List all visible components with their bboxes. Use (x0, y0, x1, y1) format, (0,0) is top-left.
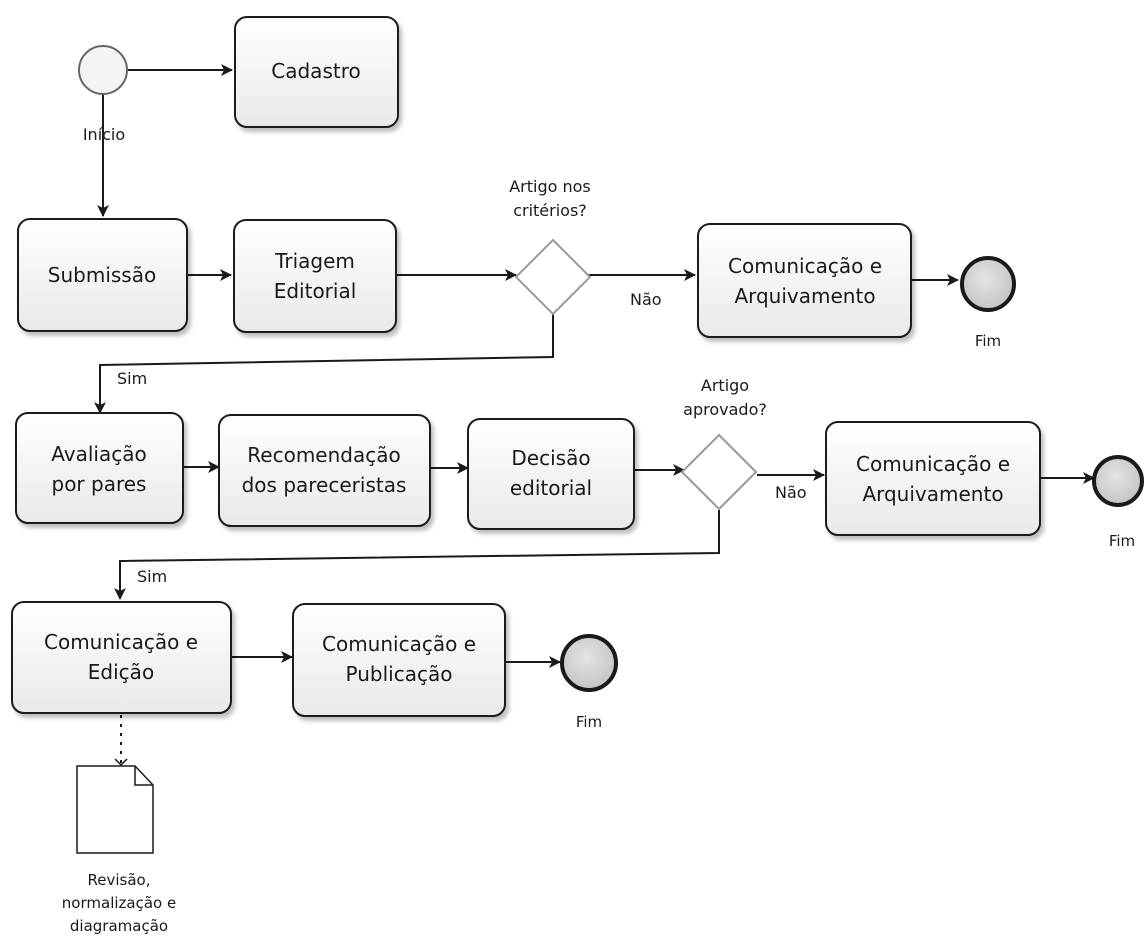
task-triagem-line1: Triagem (274, 249, 355, 273)
gateway-criterios-line1: Artigo nos (509, 177, 591, 196)
gateway-aprovado-line1: Artigo (701, 376, 749, 395)
svg-text:Comunicação e: Comunicação e (322, 632, 476, 656)
task-triagem-editorial: Triagem Editorial (233, 219, 397, 333)
task-triagem-line2: Editorial (274, 279, 357, 303)
svg-text:Cadastro: Cadastro (271, 59, 360, 83)
document-label-line2: normalização e (62, 894, 176, 912)
svg-text:Comunicação e: Comunicação e (856, 452, 1010, 476)
task-cadastro-line1: Cadastro (271, 59, 360, 83)
end-label-1: Fim (975, 332, 1001, 350)
svg-text:Decisão: Decisão (511, 446, 590, 470)
task-submissao-line1: Submissão (48, 263, 156, 287)
task-submissao: Submissão (17, 218, 188, 332)
task-comunicacao1-line1: Comunicação e (728, 254, 882, 278)
task-recomendacao-line1: Recomendação (247, 443, 400, 467)
flow-gateway2-sim (114, 510, 720, 600)
flow-label-sim-1: Sim (117, 369, 147, 388)
end-label-2: Fim (1109, 532, 1135, 550)
flow-label-nao-2: Não (775, 483, 807, 502)
svg-text:Revisão,: Revisão, (88, 871, 151, 889)
svg-text:editorial: editorial (510, 476, 592, 500)
task-decisao-editorial: Decisão editorial (467, 418, 635, 530)
task-comunicacao2-line2: Arquivamento (862, 482, 1003, 506)
svg-text:Artigo: Artigo (701, 376, 749, 395)
task-avaliacao-line2: por pares (52, 472, 147, 496)
svg-text:Arquivamento: Arquivamento (862, 482, 1003, 506)
svg-text:Edição: Edição (88, 660, 154, 684)
svg-text:Editorial: Editorial (274, 279, 357, 303)
task-decisao-line2: editorial (510, 476, 592, 500)
svg-text:Submissão: Submissão (48, 263, 156, 287)
end-label-3: Fim (576, 713, 602, 731)
svg-text:dos pareceristas: dos pareceristas (242, 473, 407, 497)
task-avaliacao-por-pares: Avaliação por pares (15, 412, 184, 524)
svg-text:Triagem: Triagem (274, 249, 355, 273)
gateway-aprovado: Artigo aprovado? (680, 376, 767, 511)
task-cadastro: Cadastro (234, 16, 399, 128)
document-label-line1: Revisão, (88, 871, 151, 889)
task-comunicacao-arquivamento-2: Comunicação e Arquivamento (825, 421, 1041, 536)
gateway-aprovado-line2: aprovado? (683, 400, 767, 419)
task-comunicacao-publicacao: Comunicação e Publicação (292, 603, 506, 717)
task-comunicacao1-line2: Arquivamento (734, 284, 875, 308)
flow-label-sim-2: Sim (137, 567, 167, 586)
flow-gateway1-sim (94, 312, 554, 414)
svg-text:critérios?: critérios? (513, 201, 587, 220)
svg-text:Publicação: Publicação (346, 662, 453, 686)
svg-text:Comunicação e: Comunicação e (44, 630, 198, 654)
task-publicacao-line1: Comunicação e (322, 632, 476, 656)
svg-text:Artigo nos: Artigo nos (509, 177, 591, 196)
task-edicao-line1: Comunicação e (44, 630, 198, 654)
task-avaliacao-line1: Avaliação (51, 442, 146, 466)
sequence-flows (94, 64, 1095, 767)
task-recomendacao-pareceristas: Recomendação dos pareceristas (218, 414, 431, 527)
document-icon (76, 765, 154, 854)
gateway-criterios: Artigo nos critérios? (509, 177, 592, 316)
task-comunicacao2-line1: Comunicação e (856, 452, 1010, 476)
task-comunicacao-edicao: Comunicação e Edição (11, 601, 232, 714)
svg-text:Avaliação: Avaliação (51, 442, 146, 466)
task-decisao-line1: Decisão (511, 446, 590, 470)
document-label-line3: diagramação (70, 917, 168, 935)
start-label: Início (83, 125, 125, 144)
start-event: Início (78, 45, 128, 144)
end-event-1: Fim (960, 256, 1016, 350)
svg-text:Comunicação e: Comunicação e (728, 254, 882, 278)
task-recomendacao-line2: dos pareceristas (242, 473, 407, 497)
svg-text:Recomendação: Recomendação (247, 443, 400, 467)
task-comunicacao-arquivamento-1: Comunicação e Arquivamento (697, 223, 912, 338)
flow-label-nao-1: Não (630, 290, 662, 309)
svg-text:aprovado?: aprovado? (683, 400, 767, 419)
gateway-criterios-line2: critérios? (513, 201, 587, 220)
task-edicao-line2: Edição (88, 660, 154, 684)
svg-text:Arquivamento: Arquivamento (734, 284, 875, 308)
svg-text:normalização e: normalização e (62, 894, 176, 912)
end-event-2: Fim (1092, 455, 1144, 550)
end-event-3: Fim (560, 634, 618, 731)
svg-text:por pares: por pares (52, 472, 147, 496)
task-publicacao-line2: Publicação (346, 662, 453, 686)
svg-text:diagramação: diagramação (70, 917, 168, 935)
